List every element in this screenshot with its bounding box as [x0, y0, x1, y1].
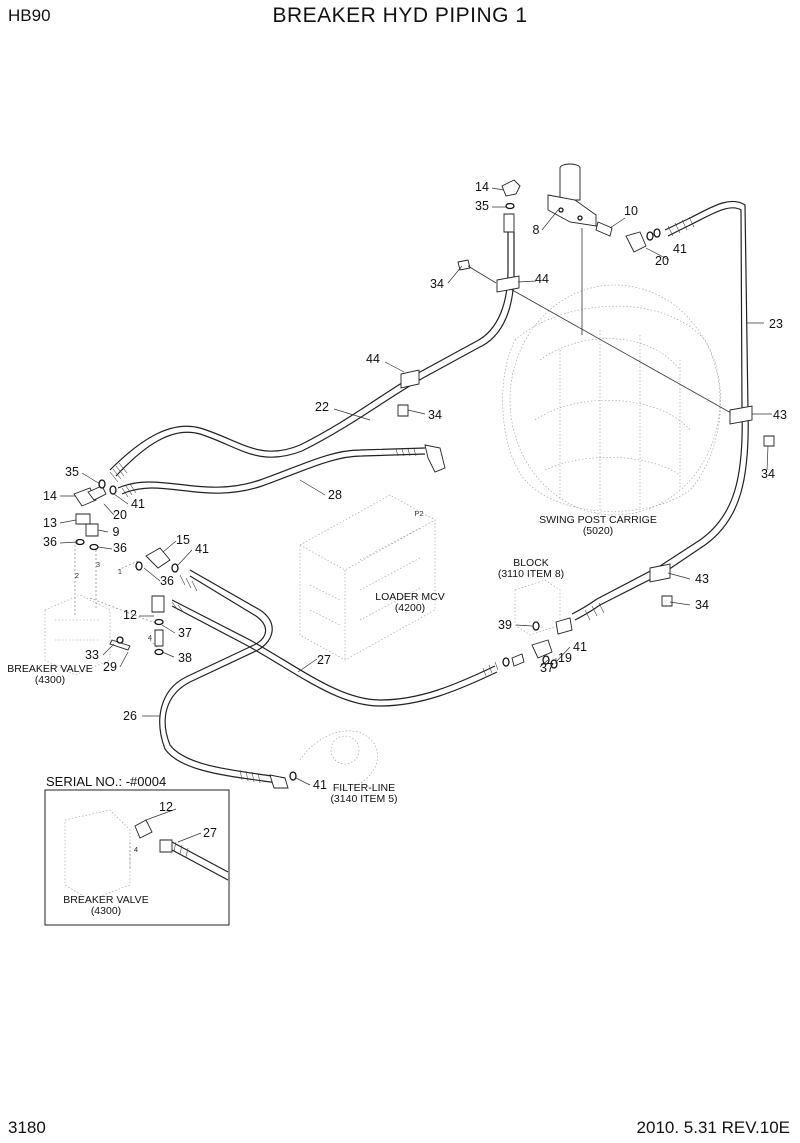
page-title: BREAKER HYD PIPING 1: [272, 4, 528, 27]
callout-43: 43: [695, 572, 709, 586]
callout-14: 14: [43, 489, 57, 503]
callout-36: 36: [43, 535, 57, 549]
hose-27: [171, 599, 498, 707]
component-label-line: BREAKER VALVE: [7, 663, 92, 675]
callout-35: 35: [475, 199, 489, 213]
callout-12: 12: [123, 608, 137, 622]
component-label: FILTER-LINE(3140 ITEM 5): [330, 782, 397, 805]
callout-23: 23: [769, 317, 783, 331]
callout-20: 20: [113, 508, 127, 522]
callout-34: 34: [761, 467, 775, 481]
callout-44: 44: [535, 272, 549, 286]
hose-23: [571, 200, 749, 621]
swing-post-bracket: [547, 163, 597, 227]
component-label: LOADER MCV(4200): [375, 591, 444, 614]
clamps-and-bolts: [397, 259, 775, 607]
hose-22: [109, 232, 515, 477]
callout-28: 28: [328, 488, 342, 502]
callout-36: 36: [160, 574, 174, 588]
breaker-valve-ghost: [44, 594, 111, 676]
callout-15: 15: [176, 533, 190, 547]
component-label-line: LOADER MCV: [375, 591, 444, 603]
callout-35: 35: [65, 465, 79, 479]
loader-mcv-ghost: [299, 494, 436, 661]
port-mark: 3: [96, 560, 100, 569]
serial-number-inset: [44, 789, 230, 926]
port-mark: 1: [118, 567, 122, 576]
filter-line-ghost: [299, 730, 378, 791]
leader-lines: [59, 187, 772, 843]
component-label: SWING POST CARRIGE(5020): [539, 514, 657, 537]
port-mark: 4: [134, 845, 138, 854]
hose-crimps: [109, 216, 695, 784]
callout-37: 37: [178, 626, 192, 640]
model-code: HB90: [8, 6, 51, 25]
callout-34: 34: [430, 277, 444, 291]
callout-41: 41: [673, 242, 687, 256]
page-number: 3180: [8, 1118, 46, 1137]
component-label-line: (5020): [583, 525, 613, 537]
fittings: [73, 179, 647, 789]
component-label: BLOCK(3110 ITEM 8): [498, 557, 564, 580]
callout-19: 19: [558, 651, 572, 665]
component-labels: SWING POST CARRIGE(5020) BLOCK(3110 ITEM …: [7, 514, 657, 917]
callout-10: 10: [624, 204, 638, 218]
callout-22: 22: [315, 400, 329, 414]
component-label-line: SWING POST CARRIGE: [539, 514, 657, 526]
component-label-line: FILTER-LINE: [333, 782, 395, 794]
callout-41: 41: [195, 542, 209, 556]
port-marks: P2 2 3 1 4 4: [75, 509, 424, 854]
callout-36: 36: [113, 541, 127, 555]
port-mark: 2: [75, 571, 79, 580]
callout-20: 20: [655, 254, 669, 268]
revision-date: 2010. 5.31 REV.10E: [636, 1118, 790, 1137]
callout-27: 27: [203, 826, 217, 840]
component-label: BREAKER VALVE(4300): [63, 894, 148, 917]
callout-38: 38: [178, 651, 192, 665]
callout-14: 14: [475, 180, 489, 194]
component-label-line: (4200): [395, 602, 425, 614]
swing-post-carriage-ghost: [502, 284, 721, 516]
reference-lines: [74, 228, 741, 651]
callout-39: 39: [498, 618, 512, 632]
callout-34: 34: [695, 598, 709, 612]
callout-33: 33: [85, 648, 99, 662]
callout-41: 41: [313, 778, 327, 792]
component-label-line: (4300): [91, 905, 121, 917]
component-label-line: BREAKER VALVE: [63, 894, 148, 906]
callout-9: 9: [113, 525, 120, 539]
o-rings: [75, 202, 661, 781]
hose-26: [159, 569, 286, 785]
callout-41: 41: [573, 640, 587, 654]
port-mark: P2: [414, 509, 423, 518]
callout-37: 37: [540, 661, 554, 675]
callout-12: 12: [159, 800, 173, 814]
callout-44: 44: [366, 352, 380, 366]
component-label-line: BLOCK: [513, 557, 549, 569]
port-mark: 4: [148, 633, 152, 642]
callout-41: 41: [131, 497, 145, 511]
callout-34: 34: [428, 408, 442, 422]
callout-13: 13: [43, 516, 57, 530]
callout-27: 27: [317, 653, 331, 667]
callout-29: 29: [103, 660, 117, 674]
callout-43: 43: [773, 408, 787, 422]
component-label: BREAKER VALVE(4300): [7, 663, 92, 686]
callout-8: 8: [533, 223, 540, 237]
hose-28: [117, 444, 446, 495]
serial-number-title: SERIAL NO.: -#0004: [46, 774, 166, 789]
component-label-line: (4300): [35, 674, 65, 686]
component-label-line: (3110 ITEM 8): [498, 568, 564, 580]
component-label-line: (3140 ITEM 5): [330, 793, 397, 805]
callout-26: 26: [123, 709, 137, 723]
